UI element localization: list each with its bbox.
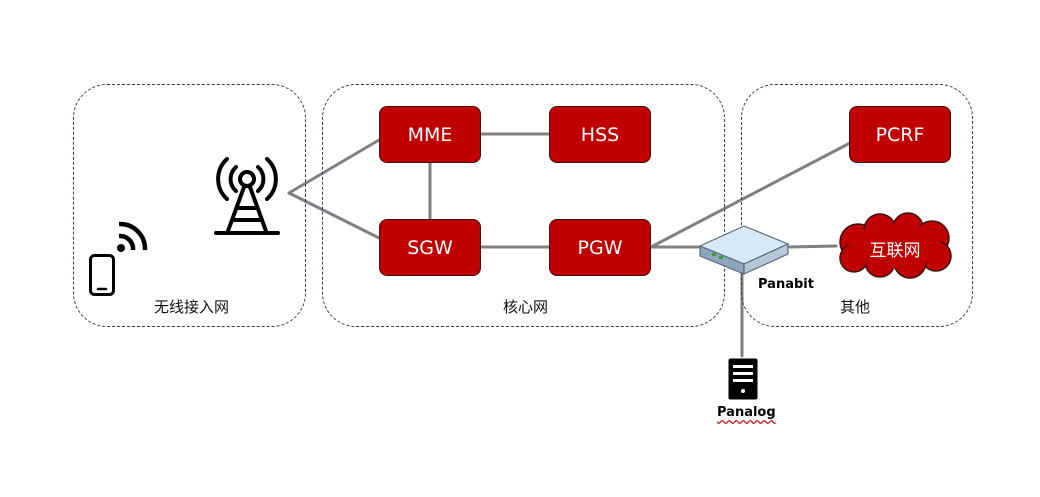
smartphone-icon — [89, 254, 115, 296]
mme-node[interactable]: MME — [379, 106, 481, 163]
region-ran — [73, 84, 306, 327]
region-other-label: 其他 — [840, 298, 871, 316]
radio-tower-icon — [214, 157, 280, 235]
region-other — [741, 84, 973, 327]
region-core-label: 核心网 — [503, 298, 549, 316]
cloud-icon[interactable] — [832, 212, 958, 280]
wifi-signal-icon — [117, 221, 148, 252]
link-panabit-internet — [788, 244, 838, 249]
panabit-label: Panabit — [758, 277, 814, 292]
server-icon[interactable] — [727, 357, 759, 401]
internet-label: 互联网 — [869, 241, 921, 261]
link-pgw-pcrf — [649, 141, 852, 249]
pcrf-node[interactable]: PCRF — [849, 106, 951, 163]
sgw-node[interactable]: SGW — [379, 219, 481, 276]
link-tower-mme — [287, 138, 381, 195]
region-core — [322, 84, 725, 327]
pgw-node[interactable]: PGW — [549, 219, 651, 276]
region-ran-label: 无线接入网 — [154, 298, 230, 316]
hss-node[interactable]: HSS — [549, 106, 651, 163]
network-switch-icon[interactable] — [696, 222, 792, 278]
panalog-label: Panalog — [717, 405, 776, 420]
link-tower-sgw — [287, 191, 381, 240]
